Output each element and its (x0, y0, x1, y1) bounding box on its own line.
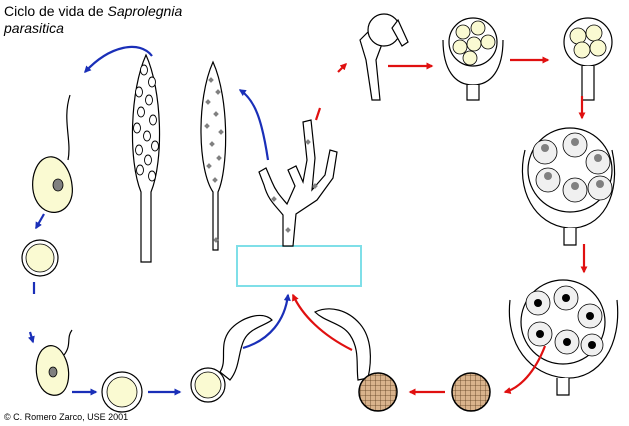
blue-arrow-7 (242, 293, 291, 350)
red-mark-1 (314, 107, 322, 121)
credit-text: © C. Romero Zarco, USE 2001 (4, 412, 129, 422)
branched-hypha (258, 119, 338, 247)
germinating-oospore (313, 308, 398, 412)
fertilization-oogonium (521, 127, 616, 246)
hypha-dots (271, 139, 318, 233)
antheridium-oogonium-1 (359, 13, 409, 101)
cyst-left (21, 239, 59, 277)
sporangium-diamonds (200, 60, 227, 251)
cyst-bottom (101, 371, 143, 413)
red-arrow-1 (337, 63, 347, 73)
mycelium-box (236, 245, 362, 287)
germinating-cyst (190, 315, 273, 403)
title-prefix: Ciclo de vida de (4, 3, 108, 19)
blue-arrow-2 (84, 45, 153, 74)
blue-arrow-3 (35, 213, 45, 230)
diagram-title: Ciclo de vida de Saprolegnia parasitica (4, 3, 182, 37)
antheridium-oogonium-2 (442, 17, 504, 101)
red-arrow-8 (291, 293, 353, 351)
zoospore-bottom (35, 329, 73, 396)
zoospore-top (32, 94, 73, 213)
title-species: parasitica (4, 20, 64, 36)
asexual-cycle-arrows (28, 45, 291, 396)
sexual-cycle-arrows (291, 56, 588, 396)
antheridium-oogonium-3 (563, 17, 613, 101)
title-genus: Saprolegnia (107, 3, 183, 19)
oospore (451, 372, 491, 412)
sporangium-zoospores (131, 53, 161, 263)
red-arrow-6 (503, 345, 547, 394)
mature-oogonium (508, 279, 619, 396)
blue-arrow-1 (238, 89, 270, 161)
blue-arrow-4 (28, 331, 35, 344)
